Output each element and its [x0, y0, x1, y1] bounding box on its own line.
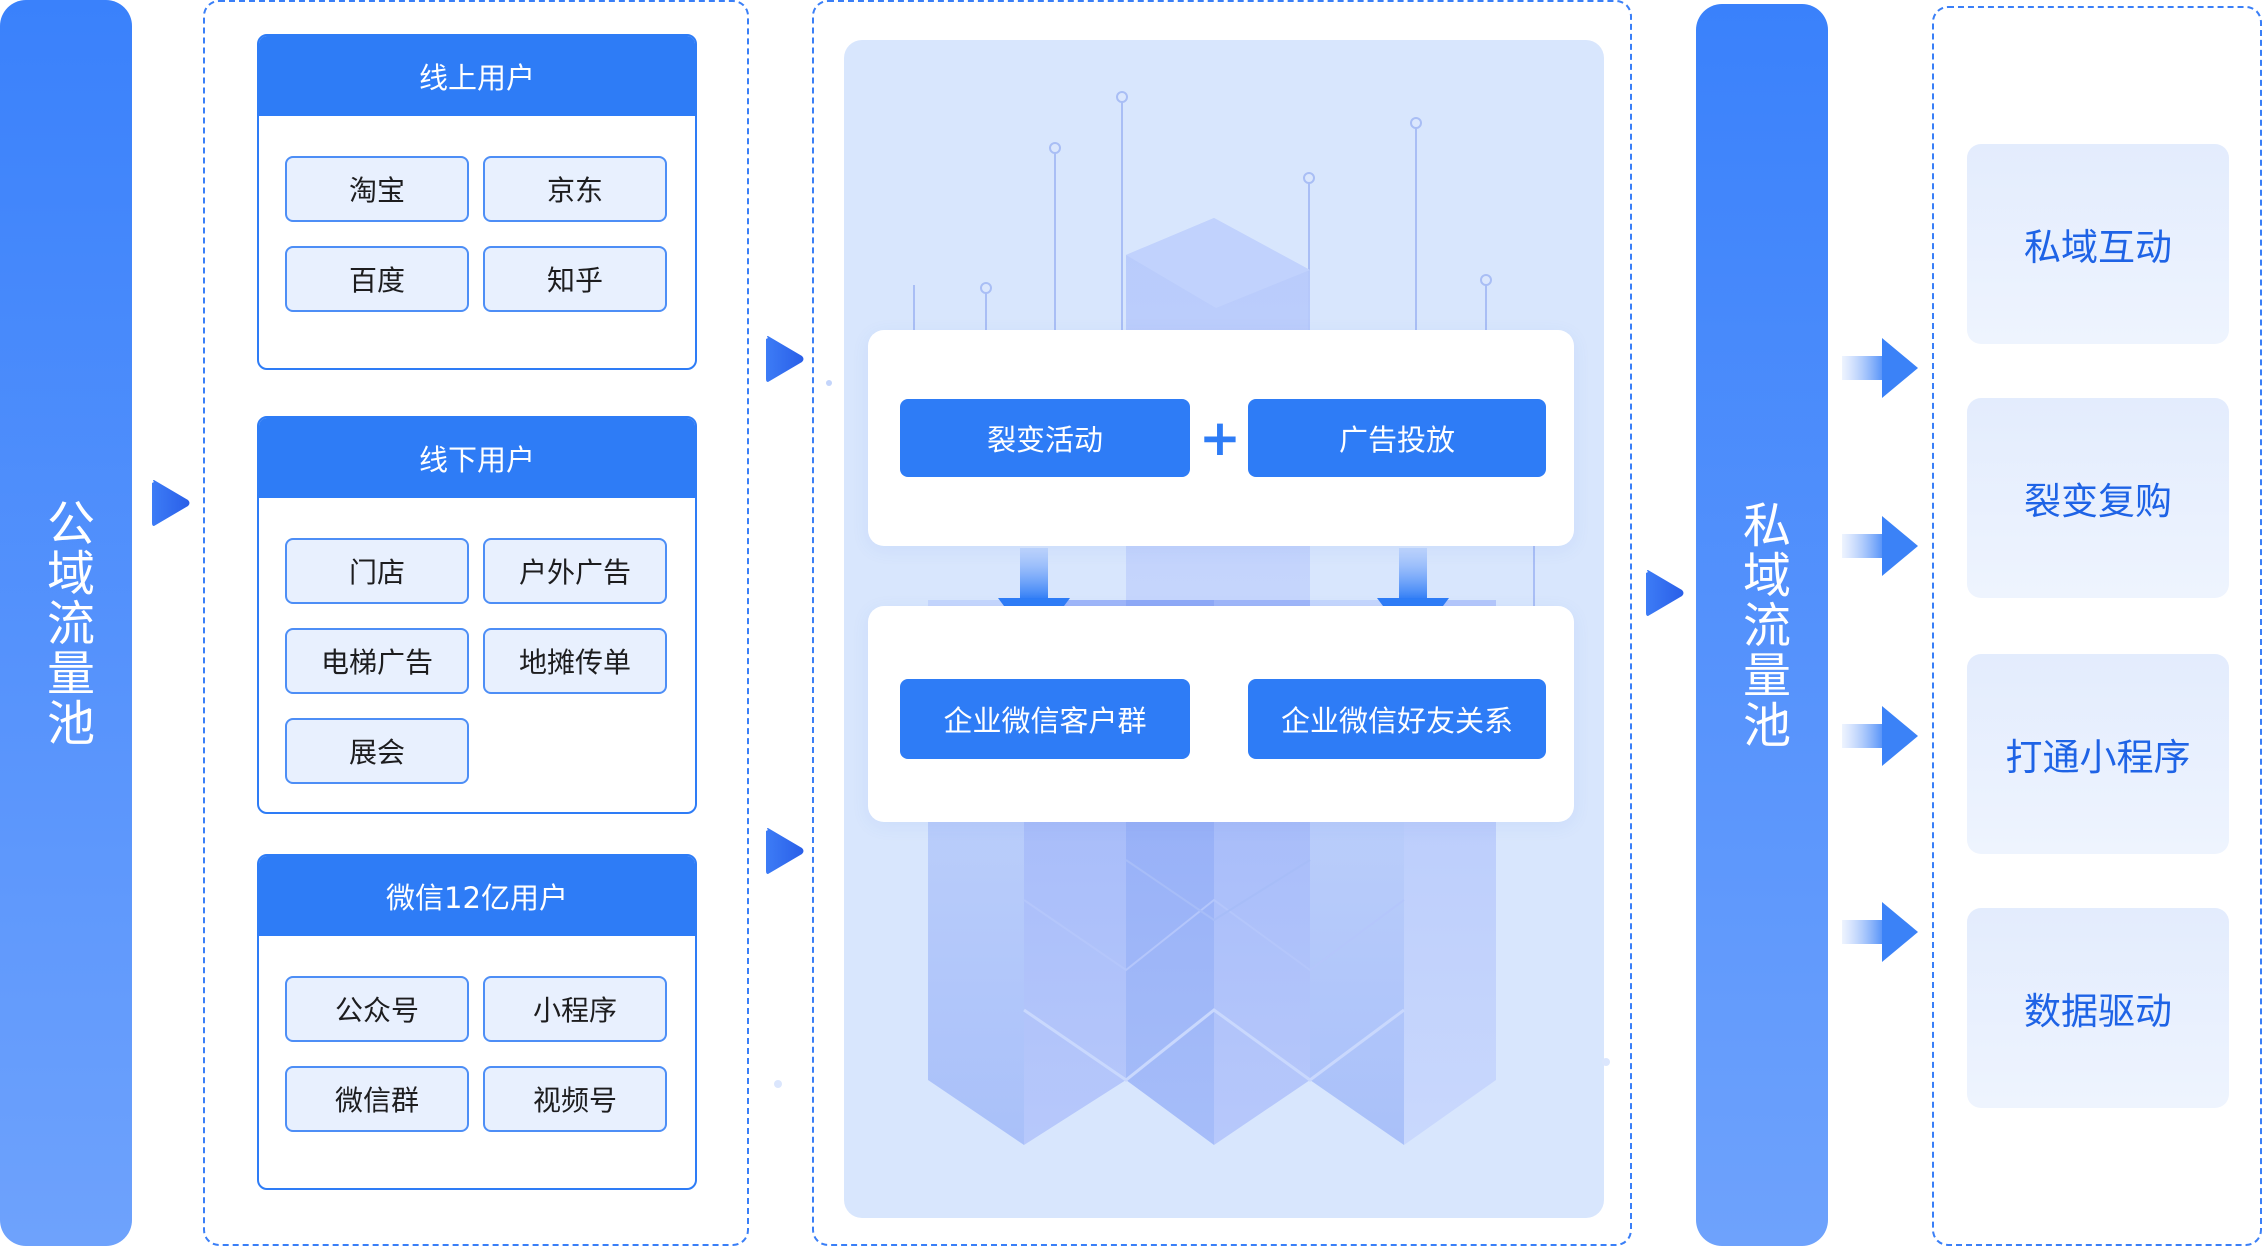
chip-mini-program: 小程序 — [483, 976, 667, 1042]
wechat-users-group: 微信12亿用户 公众号 小程序 微信群 视频号 — [257, 854, 697, 1190]
private-pool-label: 私域流量池 — [1734, 500, 1790, 750]
right-arrow-icon — [1842, 516, 1918, 576]
offline-users-group: 线下用户 门店 户外广告 电梯广告 地摊传单 展会 — [257, 416, 697, 814]
chip-official-account: 公众号 — [285, 976, 469, 1042]
wecom-customer-group-button[interactable]: 企业微信客户群 — [900, 679, 1190, 759]
play-arrow-icon — [152, 480, 190, 526]
chip-outdoor-ad: 户外广告 — [483, 538, 667, 604]
conversion-panel: 裂变活动 + 广告投放 企业微信客户群 企业微信好友关系 — [844, 40, 1604, 1218]
ad-placement-button[interactable]: 广告投放 — [1248, 399, 1546, 477]
public-pool-pillar: 公域流量池 — [0, 0, 132, 1246]
play-arrow-icon — [1646, 570, 1684, 616]
chip-expo: 展会 — [285, 718, 469, 784]
user-source-container — [203, 0, 749, 1246]
chip-store: 门店 — [285, 538, 469, 604]
dot-decoration — [826, 380, 832, 386]
chip-channels: 视频号 — [483, 1066, 667, 1132]
online-users-group: 线上用户 淘宝 京东 百度 知乎 — [257, 34, 697, 370]
group-title: 线上用户 — [259, 36, 695, 116]
conversion-container — [812, 0, 1632, 1246]
outcome-fission-repurchase: 裂变复购 — [1967, 398, 2229, 598]
chip-elevator-ad: 电梯广告 — [285, 628, 469, 694]
play-arrow-icon — [766, 828, 804, 874]
right-arrow-icon — [1842, 338, 1918, 398]
outcomes-container — [1932, 6, 2262, 1246]
right-arrow-icon — [1842, 706, 1918, 766]
chip-baidu: 百度 — [285, 246, 469, 312]
outcome-mini-program: 打通小程序 — [1967, 654, 2229, 854]
dot-decoration — [774, 1080, 782, 1088]
public-pool-label: 公域流量池 — [38, 498, 94, 748]
wecom-friend-relation-button[interactable]: 企业微信好友关系 — [1248, 679, 1546, 759]
private-pool-pillar: 私域流量池 — [1696, 4, 1828, 1246]
chip-jd: 京东 — [483, 156, 667, 222]
chip-zhihu: 知乎 — [483, 246, 667, 312]
chip-flyer: 地摊传单 — [483, 628, 667, 694]
outcome-private-interaction: 私域互动 — [1967, 144, 2229, 344]
right-arrow-icon — [1842, 902, 1918, 962]
play-arrow-icon — [766, 336, 804, 382]
plus-icon: + — [1199, 409, 1241, 467]
fission-activity-button[interactable]: 裂变活动 — [900, 399, 1190, 477]
dot-decoration — [1602, 1058, 1610, 1066]
chip-taobao: 淘宝 — [285, 156, 469, 222]
group-title: 微信12亿用户 — [259, 856, 695, 936]
outcome-data-driven: 数据驱动 — [1967, 908, 2229, 1108]
group-title: 线下用户 — [259, 418, 695, 498]
chip-wechat-group: 微信群 — [285, 1066, 469, 1132]
